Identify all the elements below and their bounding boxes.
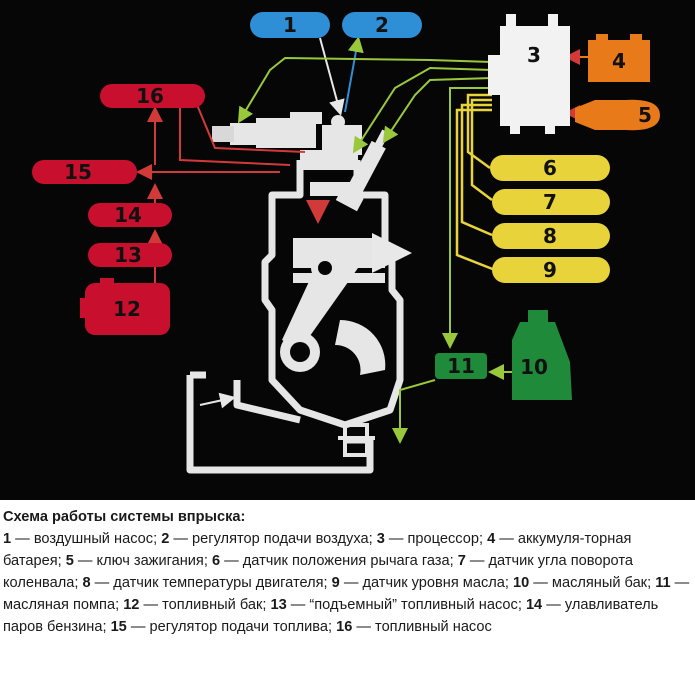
legend-text: — датчик положения рычага газа; [220,553,458,569]
legend-text: — “подъемный” топливный насос; [286,597,526,613]
oil-pump-fixture [338,423,375,457]
component-7-label: 7 [543,190,557,214]
component-14-vapor-separator: 14 [88,203,172,227]
legend-text: — топливный насос [352,619,492,635]
component-13-label: 13 [114,243,142,267]
legend-text: — регулятор подачи воздуха; [169,531,377,547]
legend-num: 6 [211,553,221,569]
component-6-throttle-sensor: 6 [490,155,610,181]
legend-text: — датчик температуры двигателя; [90,575,332,591]
legend-num: 10 [512,575,530,591]
component-1-label: 1 [283,13,297,37]
figure-caption: Схема работы системы впрыска: 1 — воздуш… [3,506,691,638]
component-8-temp-sensor: 8 [492,223,610,249]
component-3-label: 3 [527,43,541,67]
legend-text: — ключ зажигания; [73,553,212,569]
connecting-rod [280,254,386,375]
component-12-label: 12 [113,297,141,321]
component-16-label: 16 [136,84,164,108]
legend-num: 8 [82,575,91,591]
legend-num: 1 [3,531,12,547]
component-4-label: 4 [612,49,626,73]
component-13-lift-pump: 13 [88,243,172,267]
legend-text: — воздушный насос; [11,531,162,547]
control-lines [237,54,575,444]
legend-text: — топливный бак; [139,597,271,613]
legend-num: 15 [110,619,127,635]
legend-text: — аккумуля-торная батарея; [3,531,632,569]
component-2-label: 2 [375,13,389,37]
caption-legend: 1 — воздушный насос; 2 — регулятор подач… [3,531,689,635]
legend-num: 4 [487,531,496,547]
component-3-processor: 3 [488,14,570,134]
component-9-oil-level-sensor: 9 [492,257,610,283]
component-2-air-regulator: 2 [342,12,422,38]
component-16-fuel-pump: 16 [100,84,205,108]
legend-text: — датчик уровня масла; [339,575,513,591]
legend-text: — процессор; [384,531,488,547]
legend-text: — датчик угла поворота коленвала; [3,553,633,591]
legend-num: 9 [331,575,340,591]
oil-flow-arrow [199,392,236,409]
legend-text: — масляный бак; [529,575,656,591]
component-12-fuel-tank: 12 [80,278,170,335]
sensor-lines [455,93,496,272]
component-9-label: 9 [543,258,557,282]
legend-num: 12 [123,597,140,613]
legend-text: — улавливатель паров бензина; [3,597,659,635]
component-6-label: 6 [543,156,557,180]
component-5-label: 5 [638,103,652,127]
component-8-label: 8 [543,224,557,248]
component-11-oil-pump: 11 [435,353,487,379]
component-11-label: 11 [447,354,475,378]
legend-num: 16 [336,619,353,635]
legend-num: 14 [525,597,543,613]
injection-system-diagram: 1 2 3 4 5 6 7 8 9 [0,0,695,500]
component-15-fuel-regulator: 15 [32,160,137,184]
legend-num: 11 [655,575,671,591]
legend-text: — регулятор подачи топлива; [126,619,337,635]
component-4-battery: 4 [588,34,650,82]
component-7-crank-sensor: 7 [492,189,610,215]
component-10-oil-tank: 10 [512,310,572,400]
diagram-canvas: 1 2 3 4 5 6 7 8 9 [32,12,660,474]
component-5-ignition-key: 5 [575,99,660,131]
legend-text: — масляная помпа; [3,575,690,613]
caption-title: Схема работы системы впрыска: [3,509,246,525]
legend-num: 5 [65,553,74,569]
air-lines [319,36,364,116]
component-14-label: 14 [114,203,142,227]
legend-num: 7 [457,553,466,569]
component-1-air-pump: 1 [250,12,330,38]
legend-num: 3 [376,531,385,547]
component-10-label: 10 [520,355,548,379]
legend-num: 2 [161,531,170,547]
component-15-label: 15 [64,160,92,184]
legend-num: 13 [270,597,287,613]
